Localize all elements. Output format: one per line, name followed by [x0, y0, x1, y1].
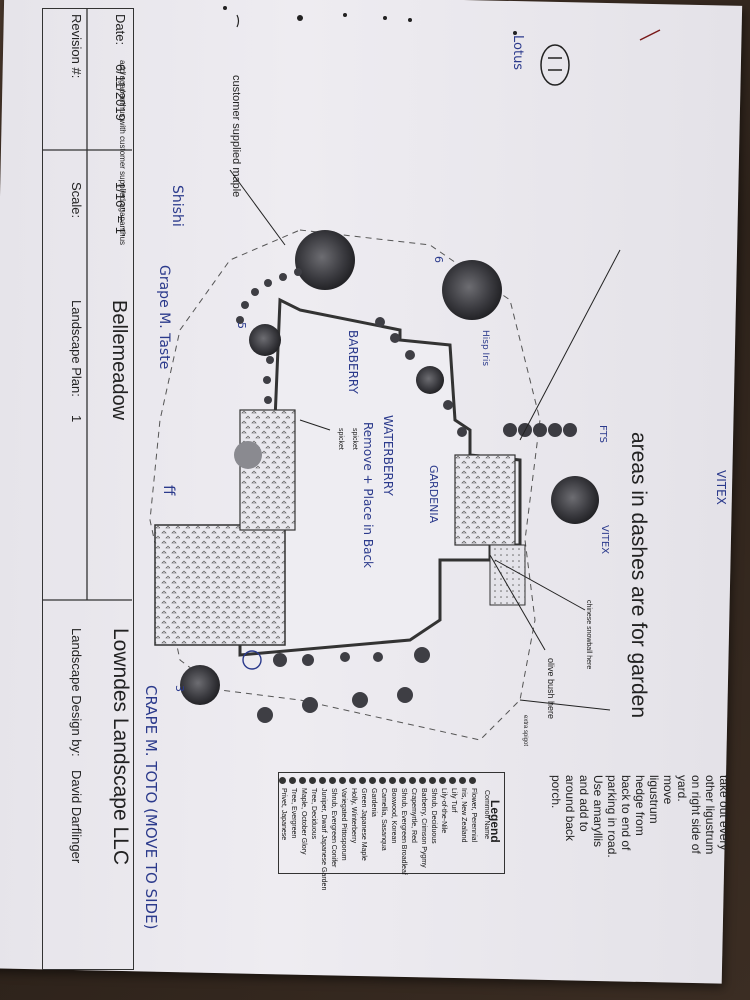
tree-shishi	[249, 324, 281, 356]
perimeter-shrubs	[236, 268, 467, 723]
tree-large-1	[442, 260, 502, 320]
side-gravel-bed	[239, 409, 296, 531]
porch-gravel-bed	[454, 454, 516, 546]
patio-gravel-area	[154, 524, 286, 646]
doodle-circle	[540, 44, 570, 86]
red-pen-mark	[639, 29, 661, 41]
pen-dots	[223, 6, 517, 35]
garden-dashed-boundary	[149, 229, 541, 741]
tree-vitex	[551, 476, 599, 524]
legend-box	[278, 772, 505, 874]
annotation-leaders	[229, 169, 621, 711]
circled-shrub	[242, 650, 262, 670]
porch-step	[489, 544, 526, 606]
tree-waterberry	[416, 366, 444, 394]
tree-crape-myrtle	[180, 665, 220, 705]
shrub-crape-cluster	[234, 441, 262, 469]
tree-customer-maple	[295, 230, 355, 290]
title-block	[42, 8, 134, 970]
